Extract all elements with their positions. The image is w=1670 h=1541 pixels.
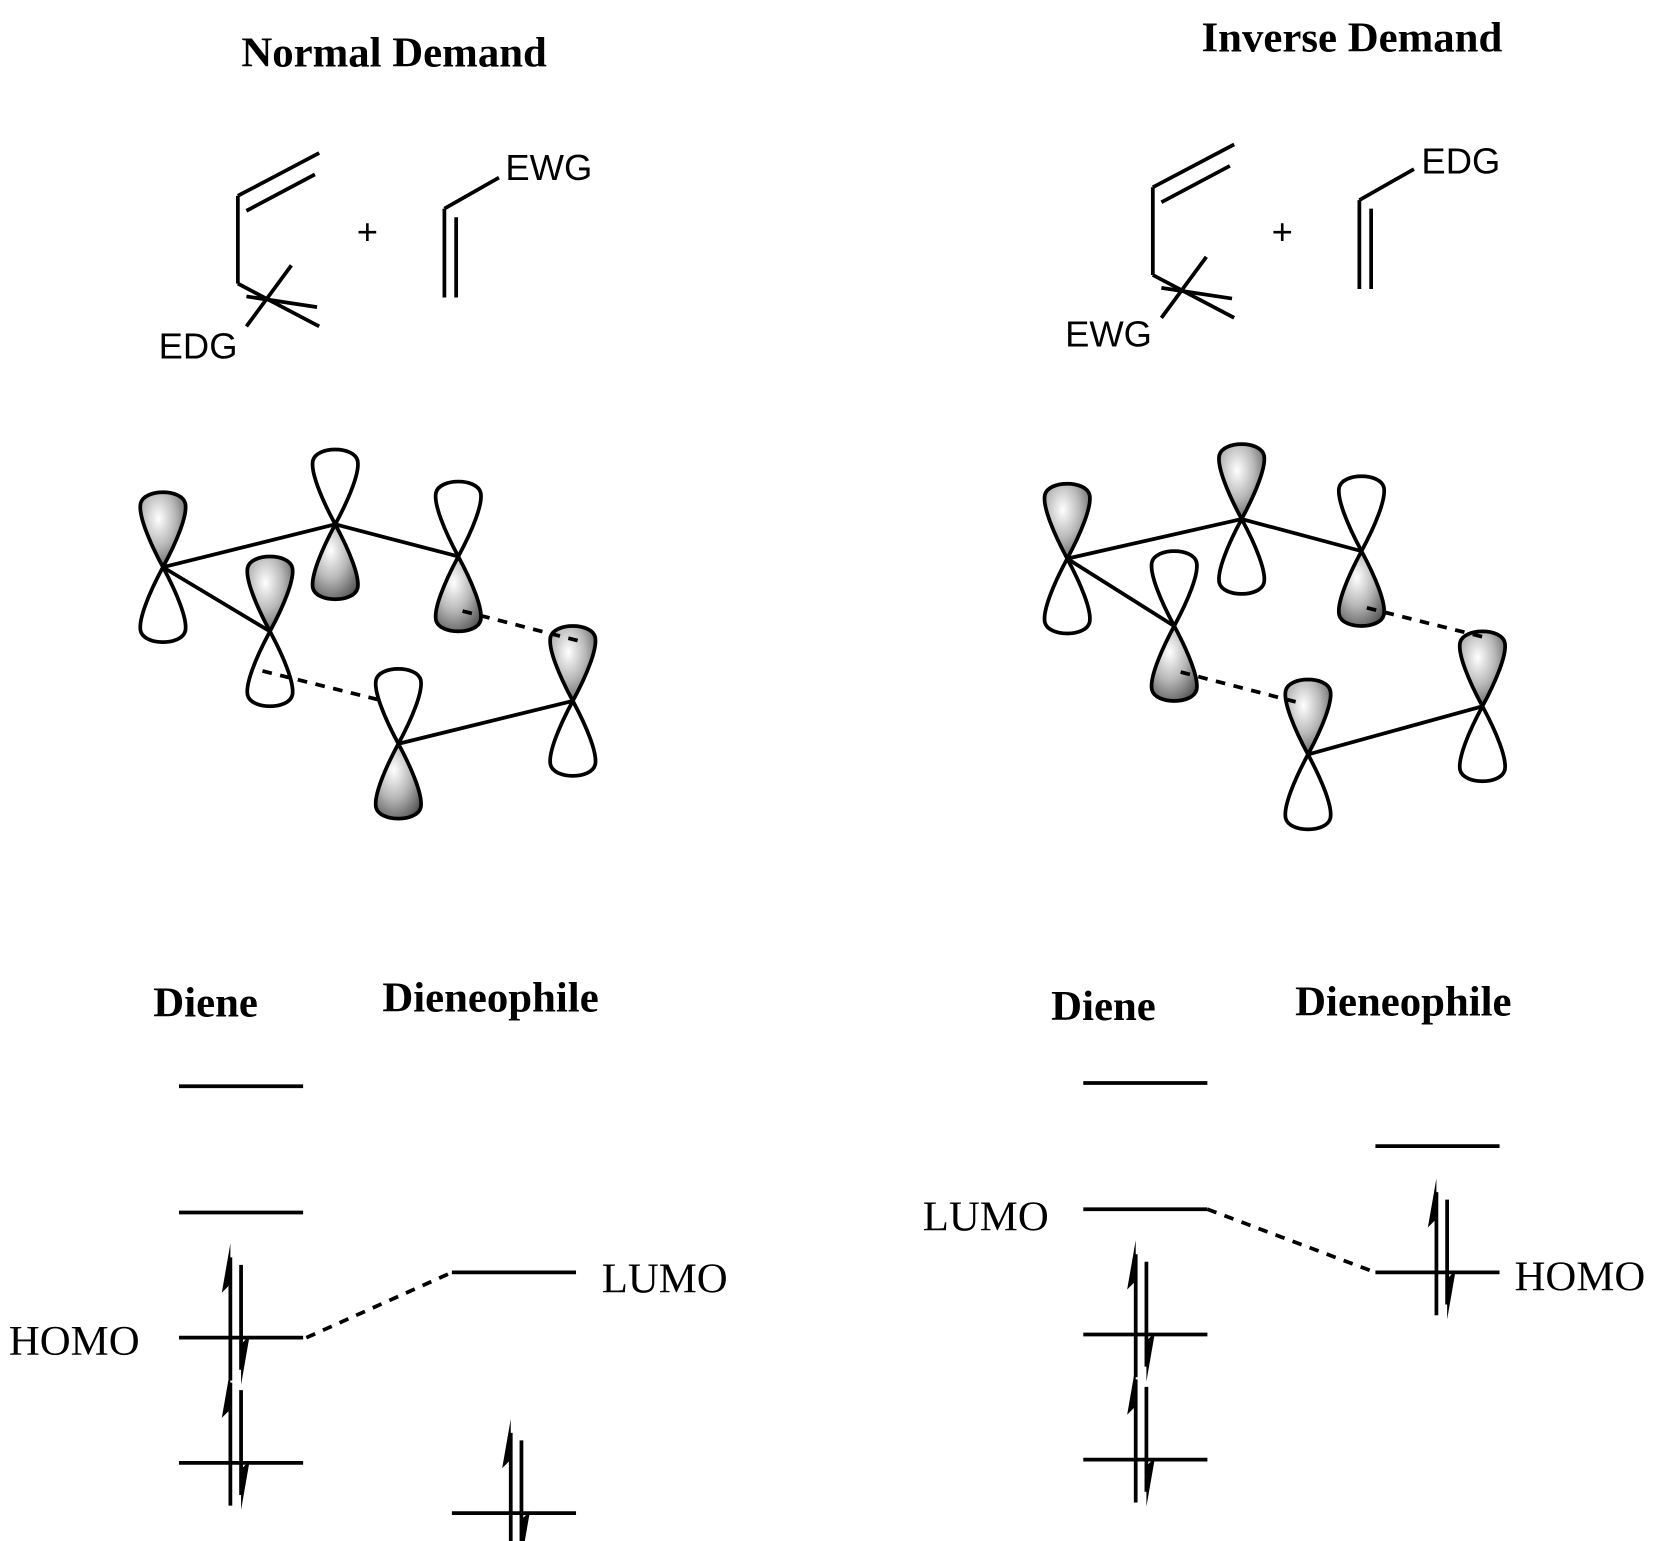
sigma-framework-bond [397, 699, 574, 746]
plus-sign: + [1272, 211, 1293, 252]
dienophile-bond [1358, 167, 1415, 202]
half-arrow-up-icon [1127, 1240, 1136, 1290]
p-orbital-lobe [1336, 474, 1387, 556]
lumo-homo-interaction [1206, 1207, 1377, 1275]
p-orbital-lobe [310, 520, 360, 602]
forming-bond-dashed [1180, 670, 1301, 705]
p-orbital-lobe [1042, 554, 1092, 636]
diene-bond [236, 151, 321, 198]
p-orbital-lobe [1149, 622, 1199, 703]
half-arrow-down-icon [1447, 1270, 1456, 1320]
half-arrow-down-icon [241, 1335, 250, 1385]
p-orbital-lobe [1149, 549, 1199, 630]
inverse-demand-title: Inverse Demand [1202, 14, 1503, 61]
p-orbital-lobe [433, 479, 483, 561]
sigma-framework-bond [1241, 517, 1362, 553]
p-orbital-lobe [245, 627, 295, 709]
half-arrow-down-icon [1146, 1457, 1155, 1507]
half-arrow-up-icon [221, 1243, 231, 1293]
p-orbital-lobe [1283, 677, 1333, 759]
forming-bond-dashed [262, 669, 384, 703]
dienophile-substituent-label: EDG [1421, 140, 1500, 181]
p-orbital-lobe [1217, 515, 1267, 596]
p-orbital-lobe [548, 696, 598, 778]
diene-bond-inner [1161, 286, 1233, 301]
diene-bond-inner [1160, 164, 1231, 204]
half-arrow-down-icon [521, 1511, 531, 1541]
substituent-bond [1159, 255, 1208, 319]
homo-lumo-interaction [305, 1270, 453, 1340]
diene-bond [1151, 273, 1236, 320]
diene-bond-inner [245, 172, 316, 213]
diene-substituent-label: EDG [159, 325, 238, 366]
diene-bond [1151, 142, 1236, 189]
p-orbital-lobe [138, 563, 188, 644]
forming-bond-dashed [462, 609, 584, 644]
dienophile-substituent-label: EWG [505, 147, 592, 188]
sigma-framework-bond [1066, 517, 1243, 561]
homo-label: HOMO [1515, 1254, 1646, 1301]
p-orbital-lobe [548, 624, 598, 705]
p-orbital-lobe [1042, 481, 1092, 563]
forming-bond-dashed [1366, 606, 1483, 639]
dienophile-header: Dieneophile [1295, 979, 1511, 1026]
p-orbital-lobe [1217, 442, 1267, 523]
p-orbital-lobe [373, 739, 423, 821]
diene-bond-inner [246, 294, 318, 309]
sigma-framework-bond [161, 565, 271, 633]
lumo-label: LUMO [923, 1194, 1049, 1241]
diene-bond [236, 281, 321, 329]
normal-demand-title: Normal Demand [241, 29, 547, 76]
sigma-framework-bond [162, 522, 336, 569]
diene-header: Diene [153, 980, 258, 1027]
substituent-bond [244, 264, 293, 328]
half-arrow-down-icon [241, 1460, 250, 1510]
p-orbital-lobe [1457, 702, 1507, 783]
dienophile-header: Dieneophile [382, 974, 598, 1021]
homo-label: HOMO [9, 1318, 140, 1365]
p-orbital-lobe [1457, 629, 1507, 711]
half-arrow-down-icon [1146, 1332, 1155, 1382]
p-orbital-lobe [1336, 547, 1387, 628]
p-orbital-lobe [433, 552, 483, 634]
p-orbital-lobe [245, 554, 295, 636]
half-arrow-up-icon [1427, 1178, 1437, 1228]
plus-sign: + [357, 211, 378, 252]
p-orbital-lobe [310, 447, 360, 529]
half-arrow-up-icon [1127, 1365, 1136, 1415]
p-orbital-lobe [138, 490, 188, 572]
diene-header: Diene [1051, 983, 1156, 1030]
diene-substituent-label: EWG [1065, 314, 1152, 355]
sigma-framework-bond [334, 522, 459, 559]
lumo-label: LUMO [602, 1256, 728, 1303]
half-arrow-up-icon [502, 1419, 511, 1469]
dienophile-bond [443, 176, 500, 211]
sigma-framework-bond [1066, 557, 1176, 628]
sigma-framework-bond [1307, 704, 1483, 757]
p-orbital-lobe [1283, 750, 1333, 832]
p-orbital-lobe [373, 667, 423, 748]
